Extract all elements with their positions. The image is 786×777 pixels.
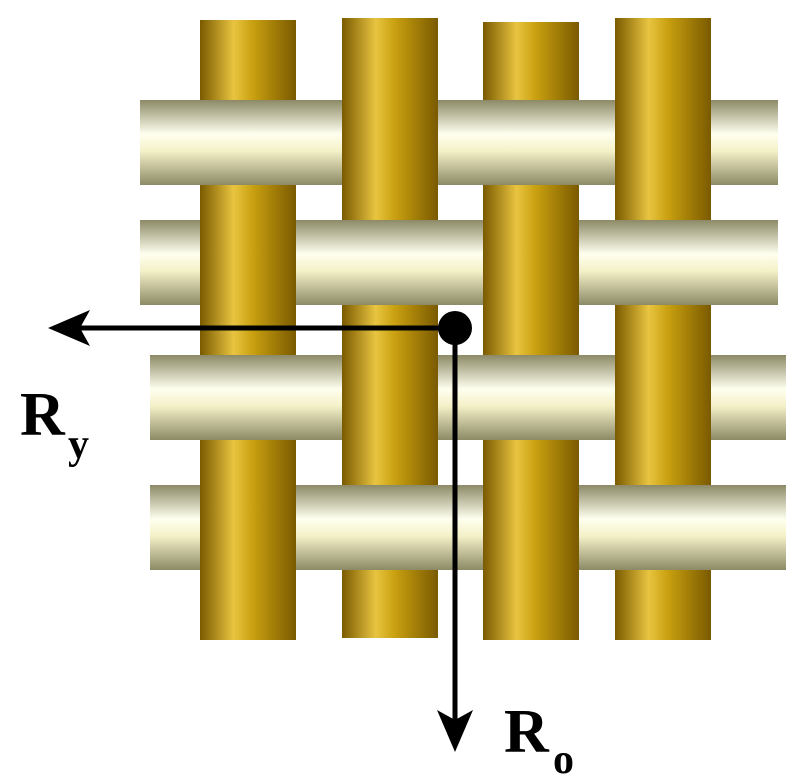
plain-weave-fabric <box>140 18 786 640</box>
warp-crossover <box>615 353 711 442</box>
warp-crossover <box>342 98 438 187</box>
ry-label: R y <box>20 381 89 468</box>
ry-label-main: R <box>20 381 66 449</box>
origin-point <box>438 311 472 345</box>
warp-crossover <box>200 218 296 307</box>
warp-crossover <box>483 218 579 307</box>
warp-crossover <box>342 353 438 442</box>
warp-crossover <box>615 98 711 187</box>
ro-label-main: R <box>504 698 550 766</box>
axis-arrows <box>48 310 473 752</box>
vertical-arrowhead-icon <box>437 710 473 752</box>
ro-label-subscript: o <box>553 737 574 777</box>
horizontal-arrowhead-icon <box>48 310 90 346</box>
ro-label: R o <box>504 698 574 777</box>
ry-label-subscript: y <box>68 422 89 468</box>
warp-crossover <box>483 483 579 572</box>
warp-crossover <box>200 483 296 572</box>
